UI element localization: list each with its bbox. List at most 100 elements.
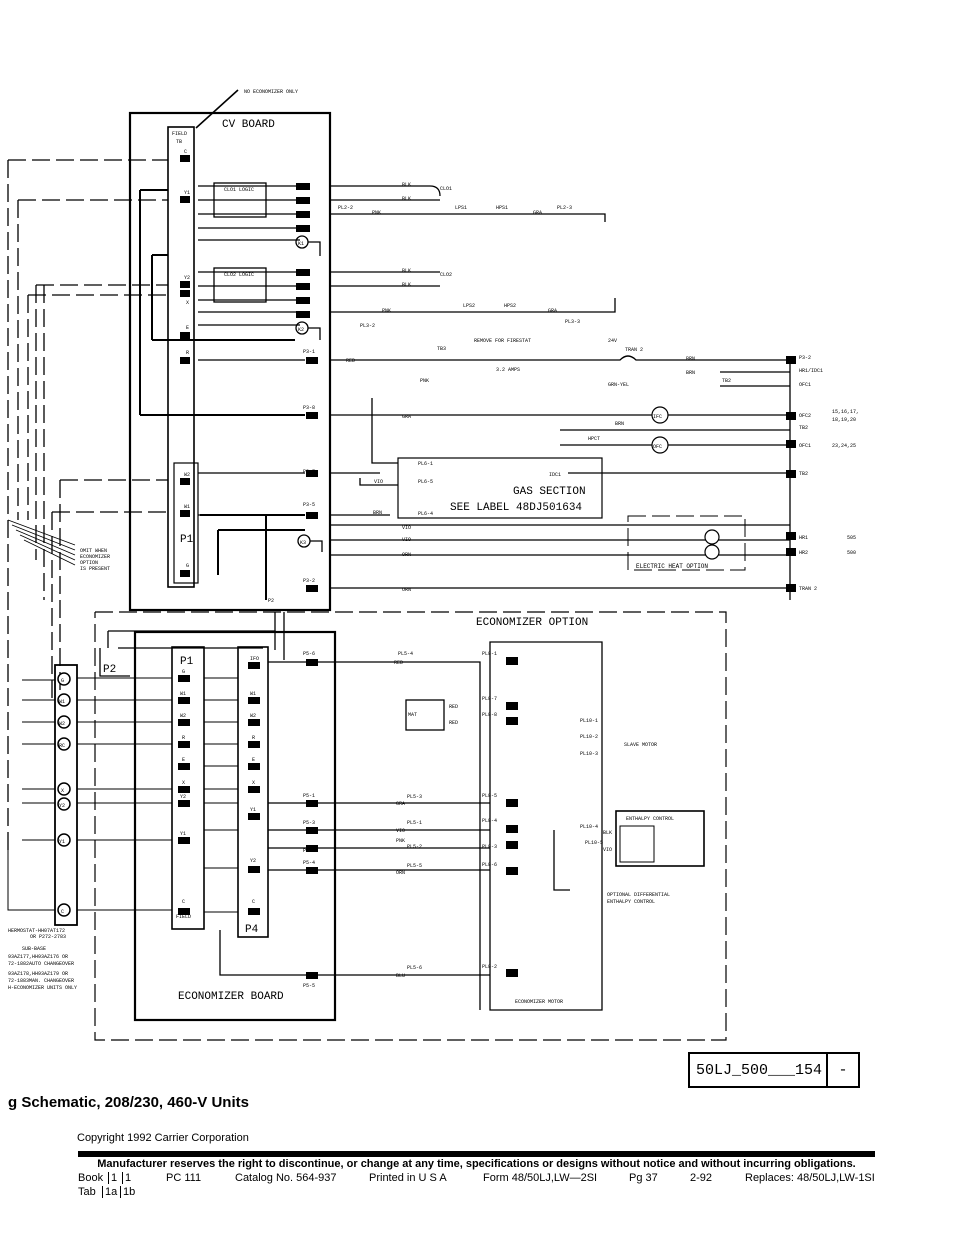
p2-label: P2 bbox=[268, 598, 274, 604]
plug-pl8-5: PL8-5 bbox=[482, 793, 497, 799]
field-pin-r: R bbox=[186, 350, 189, 356]
wire-orn-1: ORN bbox=[402, 552, 411, 558]
thermostat-note-2: OR P272-2783 bbox=[30, 934, 66, 940]
wire-blk-econ: BLK bbox=[603, 830, 612, 836]
plug-pl10-3: PL10-3 bbox=[580, 751, 598, 757]
optional-diff-label: OPTIONAL DIFFERENTIAL bbox=[607, 892, 670, 898]
tran2-right: TRAN 2 bbox=[799, 586, 817, 592]
plug-pl2-3: PL2-3 bbox=[557, 205, 572, 211]
economizer-board-label: ECONOMIZER BOARD bbox=[178, 991, 284, 1003]
ofc1-label-b: OFC1 bbox=[799, 443, 811, 449]
economizer-option-label: ECONOMIZER OPTION bbox=[476, 617, 588, 629]
wire-gra-2: GRA bbox=[548, 308, 557, 314]
econ-right-w2: W2 bbox=[250, 713, 256, 719]
hr2-label: HR2 bbox=[799, 550, 808, 556]
p2-econ-label: P2 bbox=[103, 664, 116, 676]
note-no-economizer: NO ECONOMIZER ONLY bbox=[244, 89, 298, 95]
subbase-note-3: 72-1882AUTO CHANGEOVER bbox=[8, 961, 74, 967]
econ-pin-c: C bbox=[182, 899, 185, 905]
drawing-number: 50LJ_500___154 bbox=[690, 1054, 828, 1086]
wire-blk-3: BLK bbox=[402, 268, 411, 274]
plug-pl8-2: PL8-2 bbox=[482, 964, 497, 970]
wire-orn-2: ORN bbox=[402, 587, 411, 593]
footer-page: Pg 37 bbox=[629, 1172, 658, 1184]
thermostat-note: HERMOSTAT-HH07AT172 bbox=[8, 928, 65, 934]
plug-p3-7: P3-7 bbox=[303, 469, 315, 475]
wire-brn-4: BRN bbox=[373, 510, 382, 516]
disclaimer: Manufacturer reserves the right to disco… bbox=[97, 1158, 856, 1170]
note-23: 23,24,25 bbox=[832, 443, 856, 449]
plug-p5-6: P5-6 bbox=[303, 651, 315, 657]
hps2-label: HPS2 bbox=[504, 303, 516, 309]
field-pin-x: X bbox=[186, 300, 189, 306]
econ-pin-e: E bbox=[182, 757, 185, 763]
wire-red-econ-3: RED bbox=[449, 720, 458, 726]
wire-vio-econ: VIO bbox=[396, 828, 405, 834]
econ-pin-g: G bbox=[182, 669, 185, 675]
note-500: 500 bbox=[847, 550, 856, 556]
plug-pl6-4: PL6-4 bbox=[418, 511, 433, 517]
plug-pl2-2: PL2-2 bbox=[338, 205, 353, 211]
wire-blk-1: BLK bbox=[402, 182, 411, 188]
relay-k3: K3 bbox=[300, 540, 306, 546]
footer-book-1: 1 bbox=[108, 1172, 117, 1184]
econ-field-label: FIELD bbox=[176, 914, 191, 920]
plug-pl8-3: PL8-3 bbox=[482, 844, 497, 850]
tb2-label-b: TB2 bbox=[799, 425, 808, 431]
field-pin-y1: Y1 bbox=[184, 190, 190, 196]
econ-pin-x: X bbox=[182, 780, 185, 786]
footer-book: Book bbox=[78, 1172, 104, 1184]
clo1-logic-label: CLO1 LOGIC bbox=[224, 187, 254, 193]
footer: Book 1 1 PC 111 Catalog No. 564-937 Prin… bbox=[78, 1172, 875, 1200]
p3-2-right: P3-2 bbox=[799, 355, 811, 361]
wire-orn-econ: ORN bbox=[396, 870, 405, 876]
note-15: 15,16,17, bbox=[832, 409, 859, 415]
omit-when-note: OMIT WHEN bbox=[80, 548, 107, 554]
wire-brn-2: BRN bbox=[686, 370, 695, 376]
gas-section-label: GAS SECTION bbox=[513, 486, 586, 498]
subbase-note: SUB-BASE bbox=[22, 946, 46, 952]
tstat-x: X bbox=[61, 788, 64, 794]
econ-right-y2: Y2 bbox=[250, 858, 256, 864]
tb2-label: TB2 bbox=[722, 378, 731, 384]
econ-pin-w2: W2 bbox=[180, 713, 186, 719]
idc1-label: IDC1 bbox=[549, 472, 561, 478]
wire-blk-4: BLK bbox=[402, 282, 411, 288]
plug-pl8-7: PL8-7 bbox=[482, 696, 497, 702]
plug-pl10-4: PL10-4 bbox=[580, 824, 598, 830]
subbase-note-6: H-ECONOMIZER UNITS ONLY bbox=[8, 985, 77, 991]
ifc-label: IFC bbox=[653, 414, 662, 420]
econ-pin-r: R bbox=[182, 735, 185, 741]
footer-pc: PC 111 bbox=[166, 1172, 202, 1184]
plug-p3-1: P3-1 bbox=[303, 349, 315, 355]
wire-vio-1: VIO bbox=[374, 479, 383, 485]
tstat-w1: W1 bbox=[59, 699, 65, 705]
econ-pin-y1: Y1 bbox=[180, 831, 186, 837]
wire-vio-2: VIO bbox=[402, 525, 411, 531]
footer-catalog: Catalog No. 564-937 bbox=[235, 1172, 337, 1184]
economizer-motor-label: ECONOMIZER MOTOR bbox=[515, 999, 563, 1005]
wire-blu-econ: BLU bbox=[396, 973, 405, 979]
plug-pl10-1: PL10-1 bbox=[580, 718, 598, 724]
omit-when-note-3: OPTION bbox=[80, 560, 98, 566]
plug-pl5-3: PL5-3 bbox=[407, 794, 422, 800]
wire-gra-econ: GRA bbox=[396, 801, 405, 807]
wire-red-econ-2: RED bbox=[449, 704, 458, 710]
econ-right-y1: Y1 bbox=[250, 807, 256, 813]
cv-board-label: CV BOARD bbox=[222, 119, 275, 131]
footer-printed: Printed in U S A bbox=[369, 1172, 447, 1184]
wire-blk-2: BLK bbox=[402, 196, 411, 202]
tran2-label: TRAN 2 bbox=[625, 347, 643, 353]
econ-right-ifo: IFO bbox=[250, 656, 259, 662]
drawing-revision: - bbox=[838, 1061, 848, 1079]
wire-brn-3: BRN bbox=[615, 421, 624, 427]
tstat-w2: W2 bbox=[59, 721, 65, 727]
plug-pl5-4: PL5-4 bbox=[398, 651, 413, 657]
v24-label: 24V bbox=[608, 338, 617, 344]
wire-gra-1: GRA bbox=[533, 210, 542, 216]
footer-tab: Tab bbox=[78, 1186, 96, 1198]
econ-right-e: E bbox=[252, 757, 255, 763]
tb2-label-c: TB2 bbox=[799, 471, 808, 477]
footer-date: 2-92 bbox=[690, 1172, 713, 1184]
